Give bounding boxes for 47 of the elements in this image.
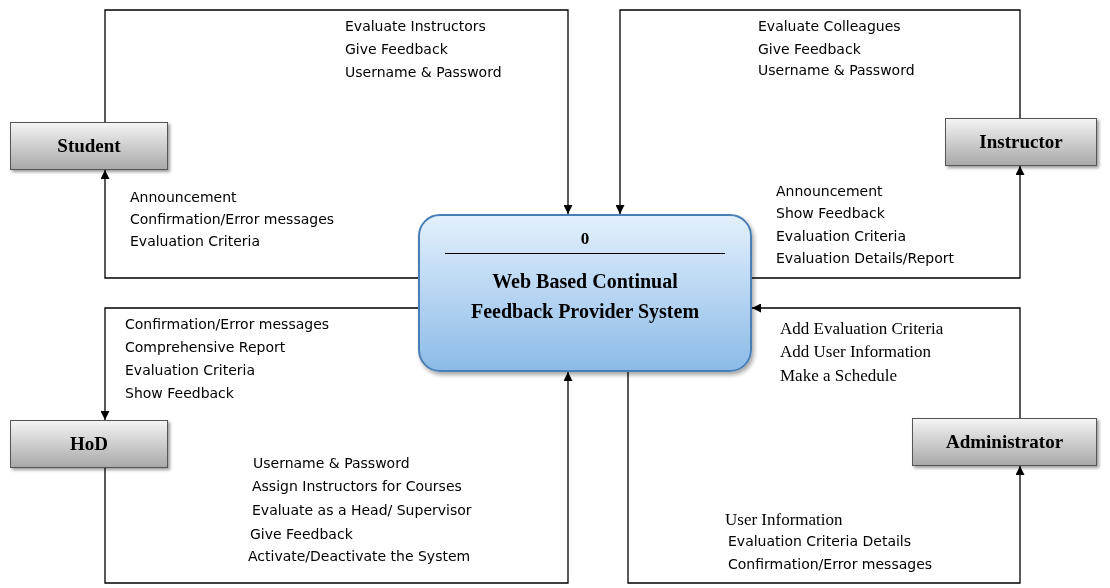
data-flow-label: Confirmation/Error messages [125,316,330,334]
data-flow-label: Username & Password [253,455,410,473]
entity-label: Student [57,133,121,158]
data-flow-label: Evaluate Colleagues [758,18,901,36]
flow-arrow [100,169,419,279]
entity-box [10,122,168,170]
entity-label: Administrator [945,429,1064,454]
data-flow-label: Make a Schedule [780,365,898,387]
data-flow-label: Evaluation Criteria [776,228,907,246]
entity-box [912,418,1097,466]
flow-arrow [627,371,1025,584]
process-box [418,214,752,372]
data-flow-label: Confirmation/Error messages [130,211,335,229]
data-flow-label: Show Feedback [776,205,885,223]
data-flow-label: Add User Information [780,341,932,363]
data-flow-label: Assign Instructors for Courses [252,478,462,496]
entity-label: Instructor [979,129,1063,154]
data-flow-label: Give Feedback [250,526,353,544]
data-flow-label: Evaluation Criteria Details [728,533,912,551]
entity-box [945,118,1097,166]
data-flow-label: Show Feedback [125,385,234,403]
flow-arrow [100,307,419,421]
process-title: Web Based Continual Feedback Provider System [469,269,701,325]
data-flow-label: Add Evaluation Criteria [780,318,944,340]
process-number: 0 [580,228,590,250]
data-flow-label: Comprehensive Report [125,339,286,357]
data-flow-label: Announcement [130,189,237,207]
flow-arrow [615,9,1021,215]
flow-arrow [751,303,1021,419]
entity-label: HoD [70,431,108,456]
flow-arrow [104,371,573,584]
data-flow-label: Activate/Deactivate the System [248,548,471,566]
data-flow-label: Username & Password [758,62,915,80]
data-flow-label: Username & Password [345,64,502,82]
data-flow-label: Announcement [776,183,883,201]
flow-arrow [104,9,573,215]
data-flow-label: Evaluation Details/Report [776,250,954,268]
data-flow-label: Evaluate as a Head/ Supervisor [252,502,472,520]
data-flow-label: Evaluate Instructors [345,18,486,36]
data-flow-label: Evaluation Criteria [130,233,261,251]
entity-box [10,420,168,468]
data-flow-label: Confirmation/Error messages [728,556,933,574]
data-flow-label: Give Feedback [758,41,861,59]
data-flow-label: Give Feedback [345,41,448,59]
flow-arrow [751,165,1025,279]
data-flow-label: Evaluation Criteria [125,362,256,380]
data-flow-label: User Information [725,509,843,531]
